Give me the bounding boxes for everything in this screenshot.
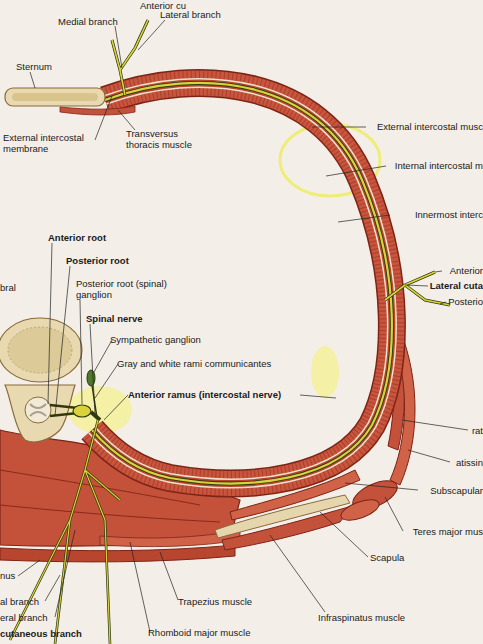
leader-line	[326, 166, 386, 176]
part-label: Posterior root	[66, 255, 129, 266]
leader-line	[104, 395, 128, 420]
leader-line	[385, 497, 403, 531]
leader-line	[45, 575, 60, 601]
part-label: Lateral cuta	[430, 280, 483, 291]
leader-line	[300, 395, 336, 398]
part-label: Posterio	[448, 296, 483, 307]
leader-line	[408, 450, 450, 462]
spinal-cord	[30, 404, 46, 416]
part-label: nus	[0, 570, 15, 581]
part-label: Innermost interc	[415, 209, 483, 220]
leader-line	[18, 560, 40, 576]
spinal-cord	[25, 397, 51, 423]
muscle-fibre	[0, 505, 220, 522]
part-label: Scapula	[370, 552, 404, 563]
leader-line	[95, 96, 112, 140]
part-label: Teres major mus	[413, 526, 483, 537]
leader-line	[95, 364, 118, 398]
part-label: Anterior	[450, 265, 483, 276]
sympathetic-ganglion	[87, 370, 95, 386]
part-label: Trapezius muscle	[178, 596, 252, 607]
sternum-marrow	[12, 93, 98, 101]
leader-line	[435, 271, 442, 272]
leader-line	[270, 535, 325, 612]
part-label: cutaneous branch	[0, 628, 82, 639]
leader-line	[94, 340, 112, 372]
leader-line	[55, 266, 70, 416]
leader-line	[402, 420, 468, 430]
cutaneous-branch	[112, 20, 148, 95]
leader-line	[160, 552, 178, 600]
part-label: atissin	[456, 457, 483, 468]
leader-line	[118, 110, 135, 130]
part-label: Gray and white rami communicantes	[117, 358, 271, 369]
part-label: eral branch	[0, 612, 48, 623]
transversus-thoracis	[60, 106, 135, 115]
part-label: Sternum	[16, 61, 52, 72]
posterior-ramus	[10, 420, 120, 644]
leader-line	[115, 26, 122, 68]
spinal-ganglion	[73, 405, 91, 417]
part-label: Posterior root (spinal) ganglion	[76, 278, 188, 300]
cutaneous-branch	[112, 20, 148, 95]
part-label: al branch	[0, 596, 39, 607]
vertebral-body	[0, 318, 82, 382]
leader-line	[55, 530, 75, 617]
leader-lines	[18, 20, 468, 632]
part-label: Internal intercostal m	[395, 160, 483, 171]
sternum-bone	[5, 88, 105, 106]
part-label: Lateral branch	[160, 9, 221, 20]
leader-line	[345, 483, 418, 490]
leader-line	[312, 127, 366, 128]
part-label: Anterior ramus (intercostal nerve)	[128, 389, 281, 400]
leader-line	[338, 215, 390, 222]
leader-line	[48, 243, 52, 404]
posterior-ramus	[10, 420, 120, 644]
part-label: rat	[472, 425, 483, 436]
teres-major	[338, 496, 381, 525]
part-label: Medial branch	[58, 16, 118, 27]
part-label: Sympathetic ganglion	[110, 334, 201, 345]
vertebral-body	[8, 327, 72, 373]
highlight-mark	[311, 346, 339, 398]
leader-line	[440, 302, 446, 304]
leader-line	[130, 542, 150, 632]
part-label: Rhomboid major muscle	[148, 627, 250, 638]
leader-line	[320, 512, 368, 557]
leader-line	[80, 300, 82, 404]
part-label: External intercostal musc	[377, 121, 483, 132]
part-label: Transversus thoracis muscle	[126, 128, 204, 150]
part-label: Subscapular	[430, 485, 483, 496]
part-label: Spinal nerve	[86, 313, 143, 324]
part-label: bral	[0, 282, 16, 293]
part-label: External intercostal membrane	[3, 132, 103, 154]
trapezius-band	[0, 545, 235, 562]
leader-line	[138, 20, 165, 50]
part-label: Anterior root	[48, 232, 106, 243]
leader-line	[405, 285, 428, 286]
part-label: Infraspinatus muscle	[318, 612, 405, 623]
leader-line	[30, 72, 35, 88]
spinal-nerve	[91, 412, 100, 420]
leader-line	[90, 324, 95, 414]
